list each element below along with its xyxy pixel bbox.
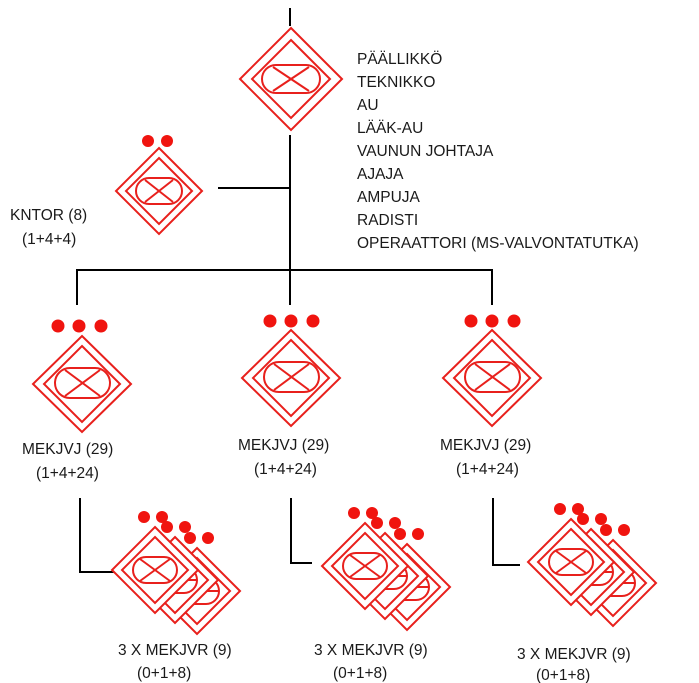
squad-unit-symbol [320, 521, 410, 611]
echelon-dot [142, 135, 154, 147]
squad-stack-2: 3 X MEKJVR (9) (0+1+8) [314, 507, 452, 682]
squad-label: 3 X MEKJVR (9) [517, 646, 631, 663]
hq-role: PÄÄLLIKKÖ [357, 50, 442, 68]
echelon-dot [507, 314, 521, 328]
squad-strength: (0+1+8) [333, 665, 387, 682]
squad-1-connector-line [79, 498, 116, 573]
platoon-unit-symbol [31, 334, 133, 434]
squad-strength: (0+1+8) [536, 667, 590, 683]
platoon-strength: (1+4+24) [456, 461, 519, 478]
echelon-dot [600, 524, 612, 536]
echelon-dot [618, 524, 630, 536]
squad-stack-3: 3 X MEKJVR (9) (0+1+8) [517, 503, 658, 683]
platoon-name: MEKJVJ (29) [22, 441, 113, 458]
echelon-dot [554, 503, 566, 515]
echelon-dot [202, 532, 214, 544]
connector-lines [76, 8, 520, 573]
kntor-unit-symbol [114, 146, 204, 236]
echelon-dot [51, 319, 65, 333]
echelon-dot [72, 319, 86, 333]
echelon-dot [161, 521, 173, 533]
platoon-unit-1: MEKJVJ (29) (1+4+24) [22, 319, 133, 482]
echelon-dot [184, 532, 196, 544]
hq-role: AMPUJA [357, 189, 421, 206]
echelon-dot [263, 314, 277, 328]
hq-role: TEKNIKKO [357, 74, 435, 91]
echelon-dot [161, 135, 173, 147]
hq-role: VAUNUN JOHTAJA [357, 143, 494, 160]
echelon-dot [394, 528, 406, 540]
squad-3-connector-line [492, 498, 520, 566]
kntor-strength: (1+4+4) [22, 231, 76, 248]
platoon-unit-3: MEKJVJ (29) (1+4+24) [440, 314, 543, 478]
echelon-dot [284, 314, 298, 328]
platoon-unit-2: MEKJVJ (29) (1+4+24) [238, 314, 342, 478]
echelon-dot [485, 314, 499, 328]
squad-unit-symbol [526, 517, 616, 607]
echelon-dot [412, 528, 424, 540]
echelon-dot [348, 507, 360, 519]
squad-stack-1: 3 X MEKJVR (9) (0+1+8) [110, 511, 242, 682]
echelon-dot [389, 517, 401, 529]
hq-role: AJAJA [357, 166, 404, 183]
squad-2-connector-line [290, 498, 312, 564]
echelon-dot [371, 517, 383, 529]
echelon-dot [595, 513, 607, 525]
echelon-dot [179, 521, 191, 533]
squad-label: 3 X MEKJVR (9) [314, 642, 428, 659]
hq-role: LÄÄK-AU [357, 120, 423, 137]
squad-label: 3 X MEKJVR (9) [118, 642, 232, 659]
squad-unit-symbol [110, 525, 200, 615]
hq-role: OPERAATTORI (MS-VALVONTATUTKA) [357, 235, 639, 252]
echelon-dot [138, 511, 150, 523]
hq-unit-symbol [238, 26, 344, 132]
echelon-dot [156, 511, 168, 523]
hq-role: RADISTI [357, 212, 418, 229]
platoon-unit-symbol [240, 328, 342, 428]
platoon-name: MEKJVJ (29) [238, 437, 329, 454]
echelon-dot [577, 513, 589, 525]
hq-roles-list: PÄÄLLIKKÖ TEKNIKKO AU LÄÄK-AU VAUNUN JOH… [357, 50, 639, 252]
echelon-dot [306, 314, 320, 328]
echelon-dot [366, 507, 378, 519]
squad-strength: (0+1+8) [137, 665, 191, 682]
echelon-dot [464, 314, 478, 328]
echelon-dot [94, 319, 108, 333]
platoon-name: MEKJVJ (29) [440, 437, 531, 454]
kntor-unit: KNTOR (8) (1+4+4) [10, 135, 204, 248]
platoon-strength: (1+4+24) [254, 461, 317, 478]
kntor-name: KNTOR (8) [10, 207, 87, 224]
platoon-strength: (1+4+24) [36, 465, 99, 482]
hq-role: AU [357, 97, 379, 114]
platoon-unit-symbol [441, 328, 543, 428]
echelon-dot [572, 503, 584, 515]
